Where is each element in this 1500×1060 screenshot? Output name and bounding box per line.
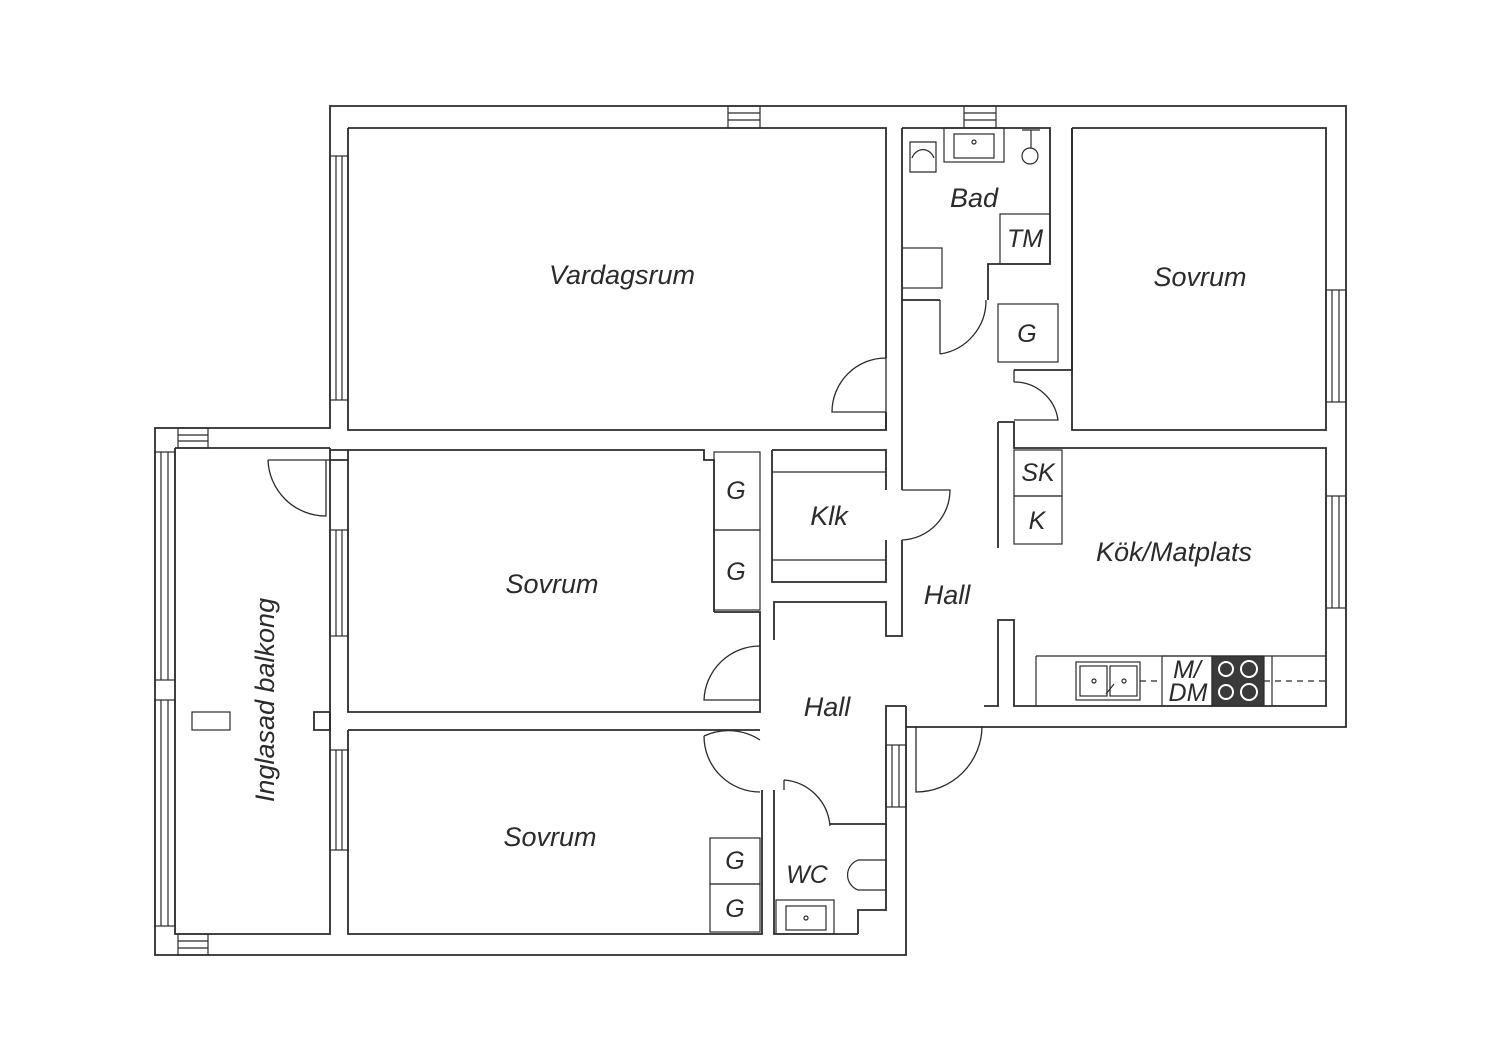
label-g-bad: G [1017,320,1036,348]
label-sk: SK [1021,459,1056,487]
label-hall-upper: Hall [924,580,972,610]
bath-fixtures [775,127,1059,935]
label-m: M/ [1173,656,1204,684]
label-klk: Klk [810,501,849,531]
label-dm: DM [1169,679,1208,707]
label-g-bot-1: G [725,847,744,875]
label-bad: Bad [950,183,999,213]
label-tm: TM [1007,225,1043,253]
closets [709,449,1063,933]
windows [154,105,1347,956]
label-kok-matplats: Kök/Matplats [1096,537,1252,567]
room-labels: Vardagsrum Bad Sovrum Kök/Matplats Klk H… [250,183,1252,889]
label-sovrum-bottom: Sovrum [503,822,596,852]
label-vardagsrum: Vardagsrum [549,260,695,290]
label-g-mid-1: G [726,477,745,505]
label-k: K [1029,507,1047,535]
label-sovrum-middle: Sovrum [505,569,598,599]
klk-walls [771,449,887,583]
label-wc: WC [786,861,829,889]
kitchen-counter [1035,655,1326,707]
label-g-mid-2: G [726,558,745,586]
sovrum-top-right-walls [1014,127,1327,431]
label-inglasad-balkong: Inglasad balkong [250,598,280,802]
label-hall-lower: Hall [804,692,852,722]
label-g-bot-2: G [725,895,744,923]
fixture-labels: TM G SK K M/ DM G G G G [725,225,1207,923]
doors [267,299,1059,827]
label-sovrum-top-right: Sovrum [1153,262,1246,292]
